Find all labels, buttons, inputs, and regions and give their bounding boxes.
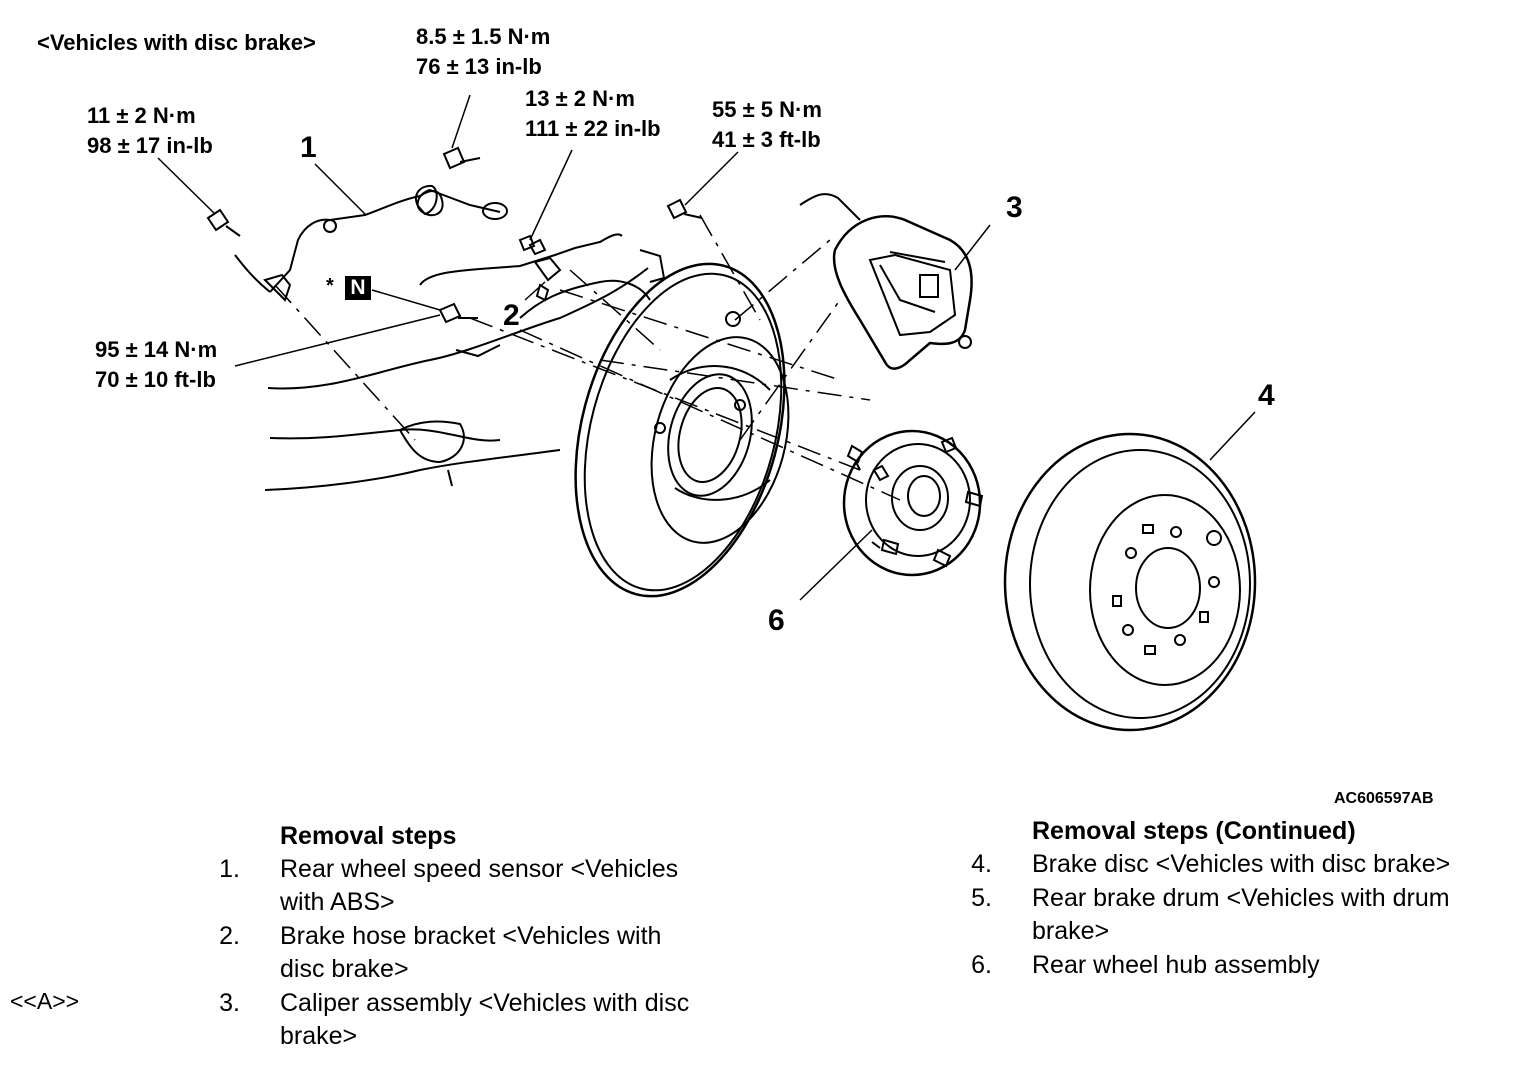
figure-code: AC606597AB — [1334, 790, 1434, 807]
callout-2: 2 — [503, 299, 520, 332]
service-point-marker: <<A>> — [10, 988, 80, 1014]
axle-housing — [264, 249, 666, 491]
rear-wheel-hub — [842, 429, 984, 577]
speed-sensor-harness — [234, 184, 508, 302]
leader-lines — [157, 94, 1256, 601]
brake-hose-bracket — [419, 233, 623, 302]
torque-label-sensor-bolt: 8.5 ± 1.5 N·m 76 ± 13 in-lb — [416, 24, 551, 79]
removal-steps-heading: Removal steps — [280, 822, 457, 850]
removal-steps-continued-heading: Removal steps (Continued) — [1032, 817, 1356, 845]
bolts — [206, 146, 703, 324]
torque-label-hub-bolt: 95 ± 14 N·m 70 ± 10 ft-lb — [95, 337, 218, 392]
alignment-lines — [274, 214, 901, 501]
asterisk-mark: * — [326, 275, 334, 297]
backing-plate — [574, 262, 790, 598]
torque-label-caliper-bolt: 55 ± 5 N·m 41 ± 3 ft-lb — [712, 97, 822, 152]
torque-label-hose-bracket: 13 ± 2 N·m 111 ± 22 in-lb — [525, 86, 661, 141]
diagram-title: <Vehicles with disc brake> — [37, 30, 316, 55]
non-reusable-nut-symbol: N — [345, 276, 371, 300]
callout-6: 6 — [768, 604, 785, 637]
callout-1: 1 — [300, 131, 317, 164]
caliper-assembly — [799, 193, 973, 370]
torque-label-harness-bolt: 11 ± 2 N·m 98 ± 17 in-lb — [87, 103, 213, 158]
callout-4: 4 — [1258, 379, 1275, 412]
callout-3: 3 — [1006, 191, 1023, 224]
brake-disc — [1003, 432, 1257, 732]
